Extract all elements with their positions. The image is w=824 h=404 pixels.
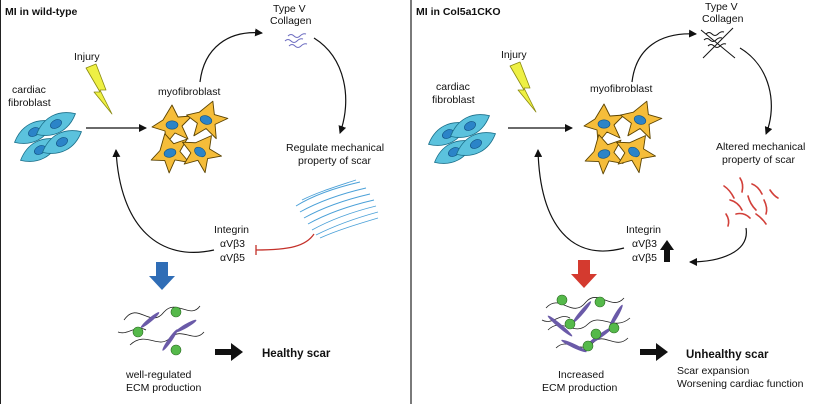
scar-fibers [723, 177, 779, 227]
mechanical-label-2: property of scar [298, 155, 371, 167]
ecm-label-1: Increased [558, 369, 604, 381]
outcome-arrow-icon [640, 343, 668, 361]
secretion-arrow [199, 28, 263, 83]
ecm-illustration [117, 305, 205, 356]
outcome-arrow-icon [215, 343, 243, 361]
injury-label: Injury [501, 49, 527, 61]
scar-fibers [295, 179, 379, 239]
cardiac-label: cardiac [12, 84, 46, 96]
myofibroblast-cells [579, 93, 667, 180]
ecm-label-2: ECM production [542, 382, 617, 394]
integrin-label: Integrin [214, 224, 249, 236]
fibroblast-cells [423, 107, 501, 171]
regulation-arrow [313, 37, 347, 134]
mechanical-label-2: property of scar [722, 154, 795, 166]
panel-title: MI in wild-type [5, 6, 77, 18]
signal-arrow [689, 227, 747, 266]
panel-title: MI in Col5a1CKO [416, 6, 501, 18]
feedback-arrow [534, 149, 625, 252]
integrin-avb3: αVβ3 [632, 238, 657, 250]
secretion-arrow [631, 29, 697, 83]
ecm-label-2: ECM production [126, 382, 201, 394]
regulation-arrow [739, 47, 773, 135]
injury-lightning-icon [509, 61, 537, 113]
integrin-avb5: αVβ5 [632, 252, 657, 264]
down-arrow-icon [571, 260, 597, 288]
collagen-label: Collagen [702, 13, 744, 25]
down-arrow-icon [149, 262, 175, 290]
upregulation-arrow-icon [660, 240, 674, 262]
panel-col5a1cko: MI in Col5a1CKO cardiac fibroblast Injur… [416, 1, 805, 394]
myofibroblast-label: myofibroblast [590, 83, 653, 95]
injury-label: Injury [74, 51, 100, 63]
myofibroblast-cells [145, 93, 233, 180]
outcome-label: Unhealthy scar [686, 349, 769, 361]
inhibition-line [255, 233, 315, 251]
ecm-label-1: well-regulated [125, 369, 192, 381]
outcome-label: Healthy scar [262, 348, 331, 360]
collagen-label: Collagen [270, 15, 312, 27]
integrin-avb3: αVβ3 [220, 238, 245, 250]
collagen-type-label: Type V [273, 3, 306, 15]
ecm-illustration [541, 294, 631, 353]
integrin-avb5: αVβ5 [220, 252, 245, 264]
injury-lightning-icon [85, 63, 113, 115]
cardiac-label: cardiac [436, 81, 470, 93]
fibroblast-label: fibroblast [8, 97, 51, 109]
fibroblast-cells [9, 105, 87, 169]
effect-label-2: Worsening cardiac function [677, 378, 804, 390]
fibroblast-label: fibroblast [432, 94, 475, 106]
mechanical-label-1: Regulate mechanical [286, 142, 384, 154]
effect-label-1: Scar expansion [677, 365, 750, 377]
myofibroblast-label: myofibroblast [158, 86, 221, 98]
collagen-crossed-icon [700, 27, 736, 59]
feedback-arrow [112, 149, 215, 253]
integrin-label: Integrin [626, 224, 661, 236]
panel-wild-type: MI in wild-type cardiac fibroblast Injur… [5, 3, 384, 394]
collagen-fibers [284, 33, 308, 48]
mechanical-label-1: Altered mechanical [716, 141, 805, 153]
collagen-type-label: Type V [705, 1, 738, 13]
